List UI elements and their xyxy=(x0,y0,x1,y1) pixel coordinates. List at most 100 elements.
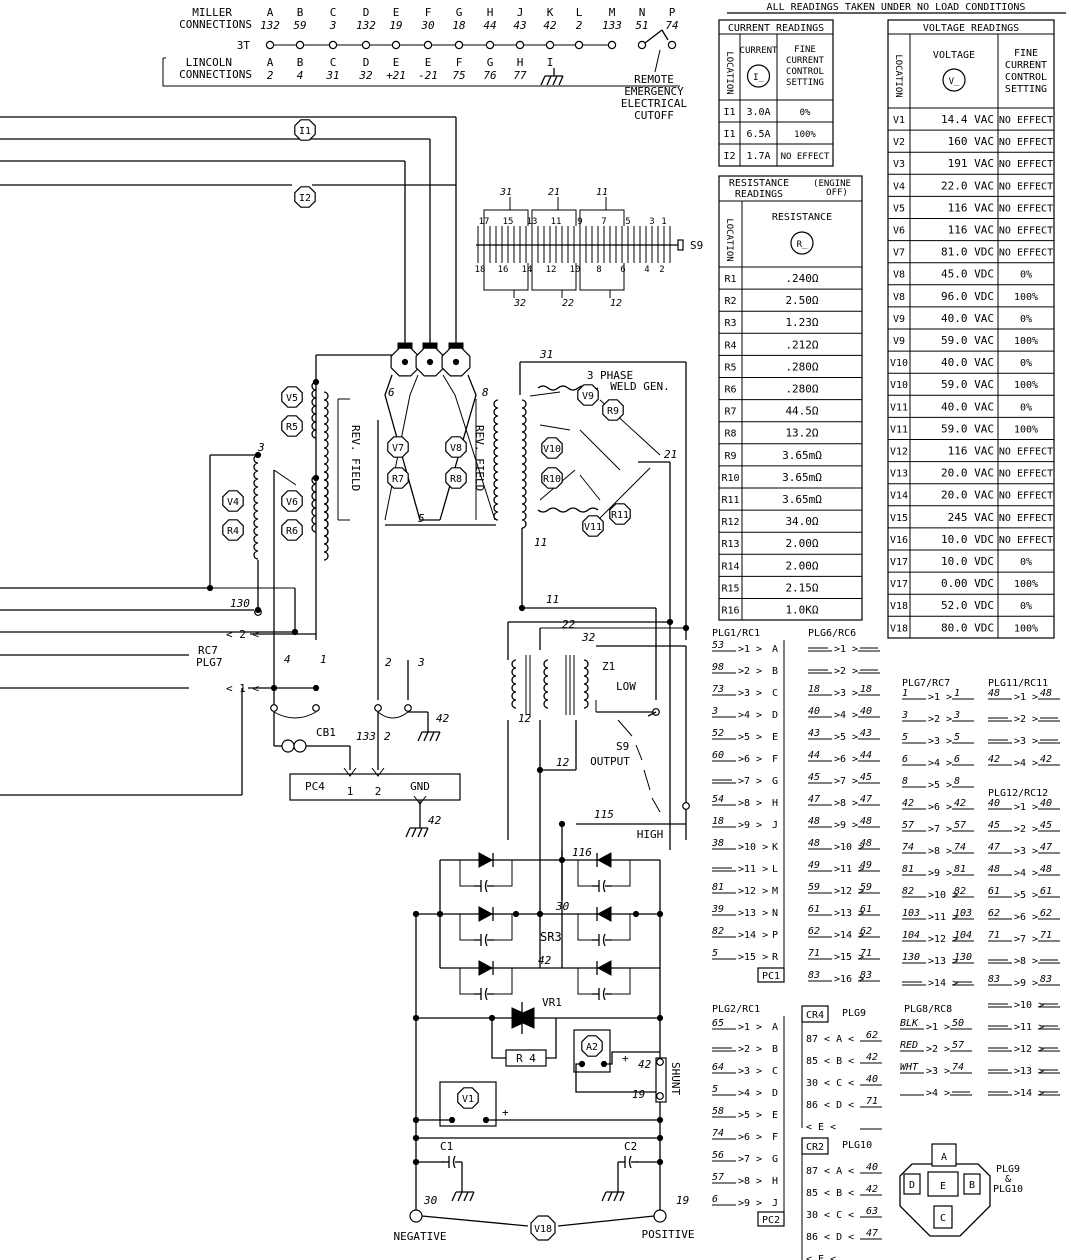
resistance-row-value: .212Ω xyxy=(785,338,818,351)
I1-meter xyxy=(294,119,316,141)
z1-label: Z1 xyxy=(602,660,615,673)
junction-dot xyxy=(312,378,320,386)
plug-pin: >1 > xyxy=(928,692,952,703)
s9-group-bracket xyxy=(483,263,529,291)
engine-off-note: (ENGINE xyxy=(813,179,851,189)
R11-meter xyxy=(609,503,631,525)
cr2-box xyxy=(801,1137,829,1155)
s9-bottom-pin: 4 xyxy=(644,265,649,275)
plug-pin: >1 > xyxy=(1014,692,1038,703)
cr2-wire: 47 xyxy=(866,1228,878,1239)
current-row-location: I1 xyxy=(723,129,735,140)
cr2-wire: 42 xyxy=(866,1184,878,1195)
plug-wire: 5 xyxy=(712,948,718,959)
snubber xyxy=(577,968,592,995)
plg2-title: PLG2/RC1 xyxy=(712,1004,760,1015)
s9-group-bracket xyxy=(579,263,625,291)
plug-wire: 64 xyxy=(712,1062,724,1073)
plug-wire: 47 xyxy=(860,794,872,805)
R8-label: R8 xyxy=(450,474,462,485)
junction-dot xyxy=(452,358,460,366)
plug-wire: 42 xyxy=(1040,754,1052,765)
plug-pin: >13 > xyxy=(928,956,958,967)
cr4-label: CR4 xyxy=(806,1010,824,1021)
plug-wire: 40 xyxy=(988,798,1000,809)
plug-wire: 81 xyxy=(902,864,914,875)
plug-pin: >1 > xyxy=(926,1022,950,1033)
plug-pin: >5 > xyxy=(1014,890,1038,901)
lincoln-value: 75 xyxy=(452,69,465,82)
connection-terminal xyxy=(295,40,305,50)
s9-output-label: S9 xyxy=(616,740,629,753)
current-symbol xyxy=(746,64,771,88)
voltage-row-setting: NO EFFECT xyxy=(999,115,1053,126)
snubber xyxy=(494,914,513,941)
exciter-coil xyxy=(323,471,329,561)
resistance-row-value: 2.00Ω xyxy=(785,559,818,572)
plug-wire: 71 xyxy=(1040,930,1052,941)
plug-pin: >3 > xyxy=(1014,736,1038,747)
wire-label-11: 11 xyxy=(546,593,559,606)
snubber xyxy=(612,968,631,995)
col-location: LOCATION xyxy=(724,218,734,261)
plug-pin: >3 > xyxy=(738,1066,762,1077)
plug-pin: >13 > xyxy=(834,908,864,919)
voltage-row-value: 40.0 VAC xyxy=(941,312,994,325)
plug-wire: 60 xyxy=(712,750,724,761)
plug-wire: 82 xyxy=(902,886,914,897)
miller-value: 18 xyxy=(452,19,466,32)
plug-wire: 62 xyxy=(808,926,820,937)
resistance-table-title: RESISTANCE xyxy=(729,178,789,189)
resistance-row-value: 44.5Ω xyxy=(785,405,818,418)
R7-label: R7 xyxy=(392,474,404,485)
plug-wire: 74 xyxy=(902,842,914,853)
connector-pin-b xyxy=(963,1173,981,1195)
current-row-setting: NO EFFECT xyxy=(781,152,830,162)
junction-dot xyxy=(312,684,320,692)
rev-field-label: REV. FIELD xyxy=(473,425,486,491)
lincoln-letter: C xyxy=(330,56,337,69)
plug-wire: 59 xyxy=(860,882,872,893)
lincoln-letter: E xyxy=(393,56,400,69)
gen-winding xyxy=(595,467,651,523)
s9-bottom-pin: 14 xyxy=(522,265,533,275)
plug-wire: 104 xyxy=(902,930,920,941)
s9-bottom-pin: 18 xyxy=(475,265,486,275)
plug-letter: B xyxy=(772,666,778,677)
plug-letter: D xyxy=(772,1088,778,1099)
plug-letter: B xyxy=(772,1044,778,1055)
ground-symbol xyxy=(463,1191,469,1202)
miller-label: CONNECTIONS xyxy=(179,18,252,31)
snubber-capacitor xyxy=(484,879,488,893)
plug-pin: >4 > xyxy=(1014,758,1038,769)
voltage-row-location: V18 xyxy=(890,601,908,612)
ground-symbol xyxy=(540,75,546,86)
voltage-row-value: 40.0 VAC xyxy=(941,400,994,413)
plg12-title: PLG12/RC12 xyxy=(988,788,1048,799)
ground-symbol xyxy=(457,1191,463,1202)
cr4-pin: 87 < A < xyxy=(806,1034,854,1045)
wire-label-21: 21 xyxy=(664,448,677,461)
R4-label: R4 xyxy=(227,526,239,537)
connection-terminal xyxy=(485,40,495,50)
rectifier-diode xyxy=(596,960,612,976)
plug-wire: 1 xyxy=(954,688,960,699)
resistance-row-location: R8 xyxy=(724,429,736,440)
plug-pin: >2 > xyxy=(834,666,858,677)
plug-pin: >2 > xyxy=(1014,714,1038,725)
voltage-row-setting: NO EFFECT xyxy=(999,181,1053,192)
wire-label-21: 22 xyxy=(562,618,576,631)
s9-bottom-pin: 2 xyxy=(659,265,664,275)
plug-pin: >7 > xyxy=(738,776,762,787)
connection-terminal xyxy=(607,40,617,50)
junction-dot xyxy=(656,1014,664,1022)
plug-wire: 48 xyxy=(988,864,1000,875)
junction-dot xyxy=(426,358,434,366)
resistance-row-location: R6 xyxy=(724,385,736,396)
plug-wire: 43 xyxy=(860,728,872,739)
s9-group-bracket xyxy=(579,209,625,226)
plug-wire: 61 xyxy=(988,886,1000,897)
voltage-row-value: 0.00 VDC xyxy=(941,577,994,590)
switch-blade xyxy=(647,711,657,717)
plug-wire: 57 xyxy=(902,820,914,831)
